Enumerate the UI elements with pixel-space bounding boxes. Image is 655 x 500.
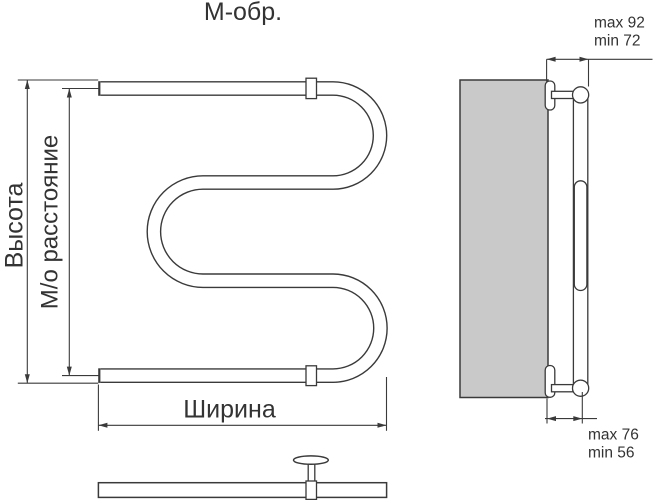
bottom-bracket-plate [544,364,556,398]
top-offset-dimension: max 92 min 72 [546,15,653,87]
arrow-right-icon [377,422,387,428]
bracket-flange-disc [292,455,330,466]
arrow-down-icon [66,366,72,376]
top-offset-max: max 92 [594,15,645,32]
arrow-right-icon [573,416,583,422]
arrow-left-icon [547,416,556,422]
side-view: max 92 min 72 max 76 min 56 [459,15,653,462]
arrow-up-icon [66,88,72,98]
arrow-left-icon [98,422,108,428]
m-pipe-outline [100,81,388,383]
bottom-ball-joint [571,379,590,397]
top-bracket-stem [550,90,575,100]
width-label: Ширина [183,396,276,424]
page-title: М-обр. [204,0,282,26]
riser-sleeve [573,180,588,292]
top-offset-min: min 72 [594,33,641,50]
top-tube-collar [305,77,318,100]
pipe-bar-top-view [97,481,388,499]
bottom-offset-min: min 56 [588,445,635,462]
bottom-offset-max: max 76 [588,427,639,444]
height-label: Высота [1,182,29,268]
collar-top-view [305,480,318,500]
bottom-view [97,455,388,500]
arrow-right-icon [579,56,589,62]
bottom-tube-collar [305,365,318,387]
bottom-offset-dimension: max 76 min 56 [545,392,639,462]
bottom-tube-endcap [98,368,101,383]
top-ball-joint [571,86,590,104]
arrow-up-icon [24,80,30,89]
m-pipe-inner [100,82,387,382]
bottom-bracket-stem [550,383,574,393]
front-view: Высота М/о расстояние Ширина [1,77,388,431]
arrow-left-icon [546,56,556,62]
arrow-down-icon [24,374,30,384]
axis-distance-label: М/о расстояние [37,135,64,309]
axis-distance-dimension: М/о расстояние [37,87,99,377]
width-dimension: Ширина [97,377,388,431]
wall [459,79,549,399]
top-tube-endcap [98,81,101,96]
height-dimension: Высота [1,79,99,384]
